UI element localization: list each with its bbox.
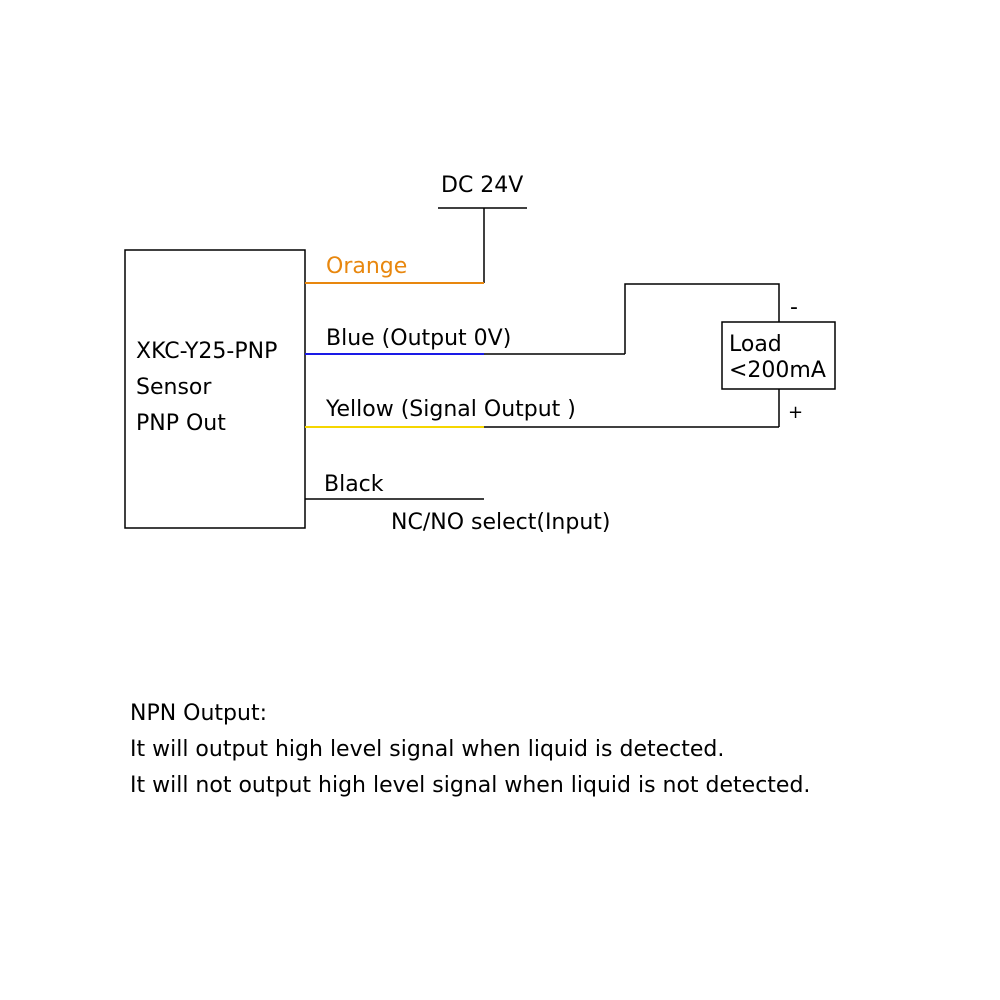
ncno-select-label: NC/NO select(Input)	[391, 510, 611, 535]
power-label: DC 24V	[441, 173, 523, 198]
blue-to-load-line	[624, 283, 780, 354]
black-wire-label: Black	[324, 472, 384, 497]
sensor-box	[124, 249, 306, 529]
sensor-output-label: PNP Out	[136, 411, 226, 436]
load-minus-label: -	[790, 295, 798, 320]
notes-line-not-detected: It will not output high level signal whe…	[130, 773, 811, 798]
load-label: Load	[729, 332, 782, 357]
load-current-label: <200mA	[729, 358, 826, 383]
notes-block: NPN Output: It will output high level si…	[130, 696, 810, 804]
load-box	[721, 321, 836, 390]
sensor-model-label: XKC-Y25-PNP	[136, 339, 277, 364]
load-plus-label: +	[788, 402, 803, 423]
blue-wire-label: Blue (Output 0V)	[326, 326, 511, 351]
notes-title: NPN Output:	[130, 701, 268, 726]
orange-wire-label: Orange	[326, 254, 407, 279]
yellow-wire-label: Yellow (Signal Output )	[325, 397, 576, 422]
notes-line-detected: It will output high level signal when li…	[130, 737, 725, 762]
sensor-type-label: Sensor	[136, 375, 212, 400]
